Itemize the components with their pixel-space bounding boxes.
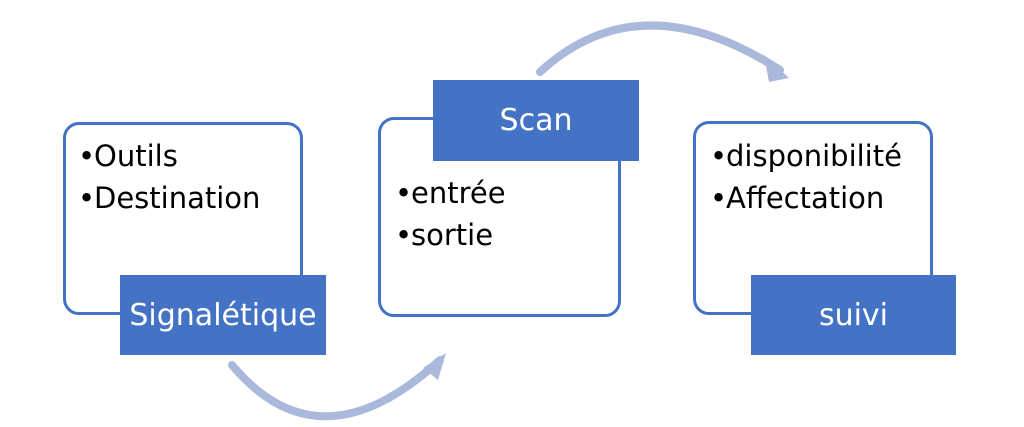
bullet-item: •sortie [395, 218, 494, 252]
bullet-item: •Outils [78, 139, 178, 173]
arrow-head-2 [764, 55, 789, 82]
arrow-scan-to-suivi [536, 21, 784, 76]
arrow-head-1 [423, 353, 446, 380]
step-label-signaletique: Signalétique [120, 275, 326, 355]
bullet-item: •Affectation [710, 181, 885, 215]
step-card-signaletique: •Outils •Destination [63, 122, 303, 315]
bullet-item: •entrée [395, 176, 506, 210]
step-label-suivi: suivi [751, 275, 956, 355]
step-bullet-list: •Outils •Destination [78, 135, 260, 219]
step-bullet-list: •disponibilité •Affectation [710, 135, 902, 219]
step-bullet-list: •entrée •sortie [395, 172, 506, 256]
arrow-signaletique-to-scan [228, 356, 444, 421]
bullet-item: •Destination [78, 181, 261, 215]
step-label-scan: Scan [433, 80, 639, 161]
bullet-item: •disponibilité [710, 139, 902, 173]
